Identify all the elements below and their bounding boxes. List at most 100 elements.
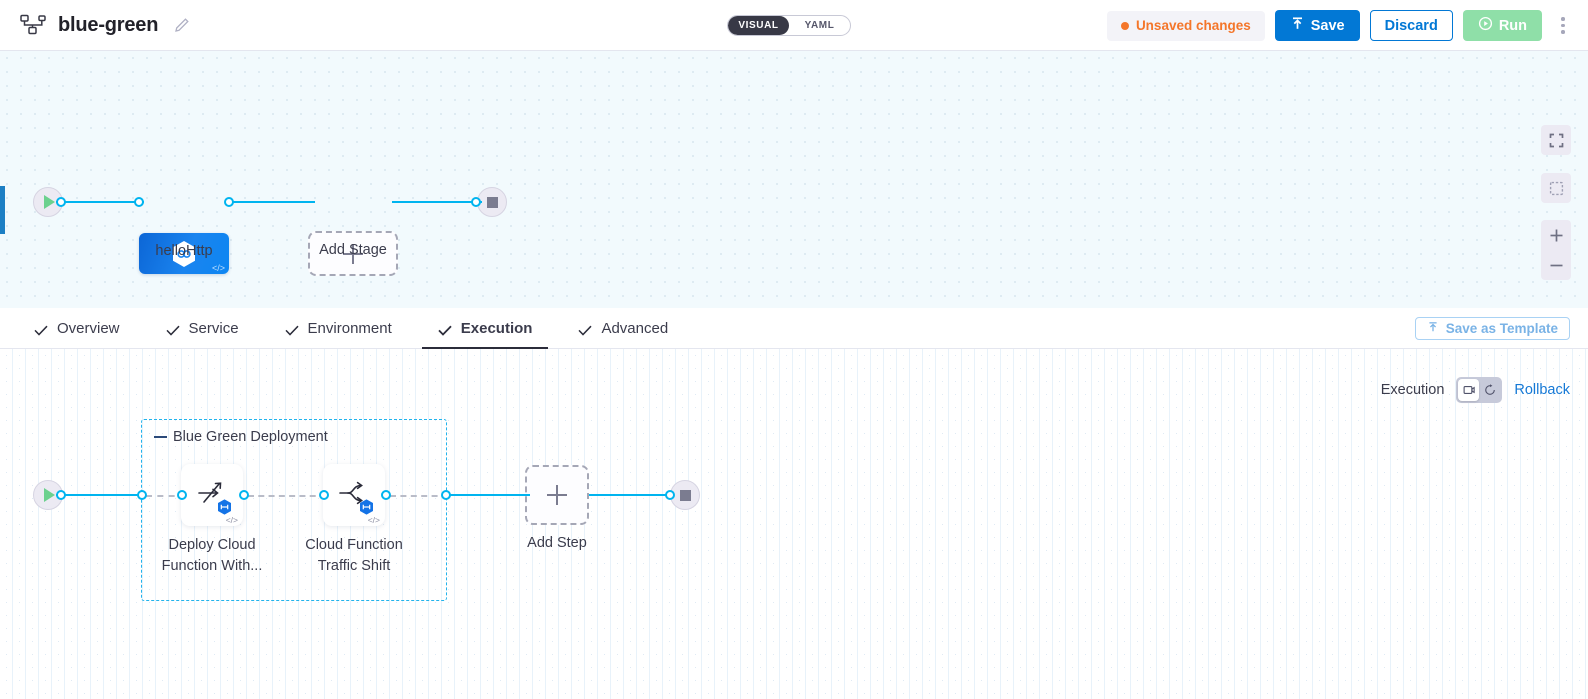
stage-group-header[interactable]: Blue Green Deployment: [154, 429, 328, 445]
port-group-out[interactable]: [441, 490, 451, 500]
edge-group-to-addstep: [448, 494, 530, 497]
visual-yaml-toggle[interactable]: VISUAL YAML: [727, 15, 851, 36]
rollback-link[interactable]: Rollback: [1514, 382, 1570, 398]
stage-node-hellohttp[interactable]: </>: [139, 233, 229, 274]
add-stage-label: Add Stage: [319, 242, 387, 258]
tab-overview[interactable]: Overview: [18, 308, 136, 349]
page-title: blue-green: [58, 13, 159, 36]
port-group-in[interactable]: [137, 490, 147, 500]
port-step1-out[interactable]: [239, 490, 249, 500]
edge-addstep-to-end: [589, 494, 674, 497]
play-circle-icon: [1478, 16, 1493, 35]
port-step2-out[interactable]: [381, 490, 391, 500]
execution-mode-controls: Execution Rollback: [1381, 377, 1570, 403]
hexagon-badge-icon: [217, 499, 232, 515]
edge-group-in-dashed: [146, 495, 186, 497]
stage-label-hellohttp: helloHttp: [155, 243, 213, 259]
save-button[interactable]: Save: [1274, 10, 1360, 41]
pencil-icon[interactable]: [174, 17, 190, 33]
edge-step2-to-groupout-dashed: [390, 495, 448, 497]
stage-group-blue-green[interactable]: Blue Green Deployment: [141, 419, 447, 601]
fit-to-screen-button[interactable]: [1541, 173, 1571, 203]
port-exec-start-out[interactable]: [56, 490, 66, 500]
rollback-view-toggle[interactable]: [1479, 379, 1500, 401]
unsaved-label: Unsaved changes: [1135, 18, 1251, 33]
check-icon: [285, 323, 299, 336]
fullscreen-button[interactable]: [1541, 125, 1571, 155]
tab-execution[interactable]: Execution: [421, 308, 549, 350]
code-badge-icon: </>: [367, 514, 380, 525]
step-label-line1: Cloud Function: [305, 537, 403, 553]
code-badge-icon: </>: [225, 514, 238, 525]
execution-view-toggle[interactable]: [1458, 379, 1480, 401]
upload-arrow-icon: [1290, 16, 1305, 35]
tab-label: Overview: [57, 319, 120, 337]
upload-arrow-icon: [1427, 321, 1439, 336]
port-end-in[interactable]: [471, 197, 481, 207]
zoom-in-button[interactable]: [1541, 220, 1571, 250]
edge-addstage-to-end: [392, 201, 482, 204]
check-icon: [165, 323, 180, 336]
header-actions: Unsaved changes Save Discard: [1106, 0, 1574, 51]
deploy-arrow-icon: [195, 480, 229, 510]
step-label-traffic-shift: Cloud Function Traffic Shift: [294, 535, 414, 577]
save-as-template-button[interactable]: Save as Template: [1414, 317, 1570, 340]
canvas-controls-zoom: [1541, 220, 1571, 280]
play-icon: [44, 488, 55, 502]
tab-label: Advanced: [601, 319, 669, 337]
hexagon-link-icon: [171, 240, 197, 268]
tab-environment[interactable]: Environment: [269, 308, 408, 349]
mode-option-yaml[interactable]: YAML: [804, 20, 835, 31]
save-template-label: Save as Template: [1445, 321, 1558, 336]
play-icon: [44, 195, 55, 209]
run-button[interactable]: Run: [1462, 10, 1542, 41]
save-label: Save: [1310, 17, 1345, 34]
canvas-controls-upper: [1541, 125, 1571, 155]
add-stage-button[interactable]: [308, 231, 398, 276]
status-dot-icon: [1120, 21, 1129, 30]
discard-label: Discard: [1384, 17, 1438, 34]
edge-hello-to-addstage: [225, 201, 315, 204]
port-exec-end-in[interactable]: [665, 490, 675, 500]
check-icon: [578, 323, 592, 336]
execution-steps-canvas[interactable]: Execution Rollback: [0, 349, 1588, 699]
kebab-menu-icon[interactable]: [1552, 11, 1574, 41]
traffic-split-icon: [337, 480, 371, 510]
canvas-controls-fit: [1541, 173, 1571, 203]
add-step-button[interactable]: [525, 465, 589, 525]
edge-start-to-hello: [56, 201, 144, 204]
tab-service[interactable]: Service: [150, 308, 255, 349]
execution-rollback-toggle[interactable]: [1456, 377, 1503, 403]
header-left-group: blue-green: [0, 14, 190, 37]
port-step1-in[interactable]: [177, 490, 187, 500]
discard-button[interactable]: Discard: [1369, 10, 1453, 41]
tab-label: Environment: [307, 319, 392, 337]
tab-label: Execution: [460, 319, 533, 337]
check-icon: [34, 323, 48, 336]
step-label-deploy: Deploy Cloud Function With...: [152, 535, 272, 577]
add-step-label: Add Step: [527, 535, 587, 551]
canvas-left-indicator: [0, 186, 5, 234]
collapse-icon[interactable]: [154, 435, 167, 439]
step-node-deploy-cloud-function[interactable]: </>: [181, 464, 243, 526]
port-start-out[interactable]: [56, 197, 66, 207]
stop-icon: [679, 489, 691, 501]
port-hello-in[interactable]: [134, 197, 144, 207]
pipeline-stages-canvas[interactable]: </> helloHttp Add Stage: [0, 51, 1588, 308]
app-header: blue-green VISUAL YAML Unsaved changes: [0, 0, 1588, 51]
execution-label: Execution: [1380, 382, 1445, 398]
port-step2-in[interactable]: [319, 490, 329, 500]
zoom-out-button[interactable]: [1541, 250, 1571, 280]
mode-option-visual[interactable]: VISUAL: [728, 16, 789, 35]
pipeline-nodes-icon: [20, 14, 46, 36]
status-badge-unsaved: Unsaved changes: [1106, 10, 1265, 41]
stop-icon: [486, 196, 498, 208]
run-label: Run: [1498, 17, 1527, 34]
step-node-traffic-shift[interactable]: </>: [323, 464, 385, 526]
tab-label: Service: [188, 319, 239, 337]
tab-advanced[interactable]: Advanced: [562, 308, 684, 349]
edge-start-to-group: [56, 494, 146, 497]
step-label-line1: Deploy Cloud: [168, 537, 256, 553]
port-hello-out[interactable]: [224, 197, 234, 207]
